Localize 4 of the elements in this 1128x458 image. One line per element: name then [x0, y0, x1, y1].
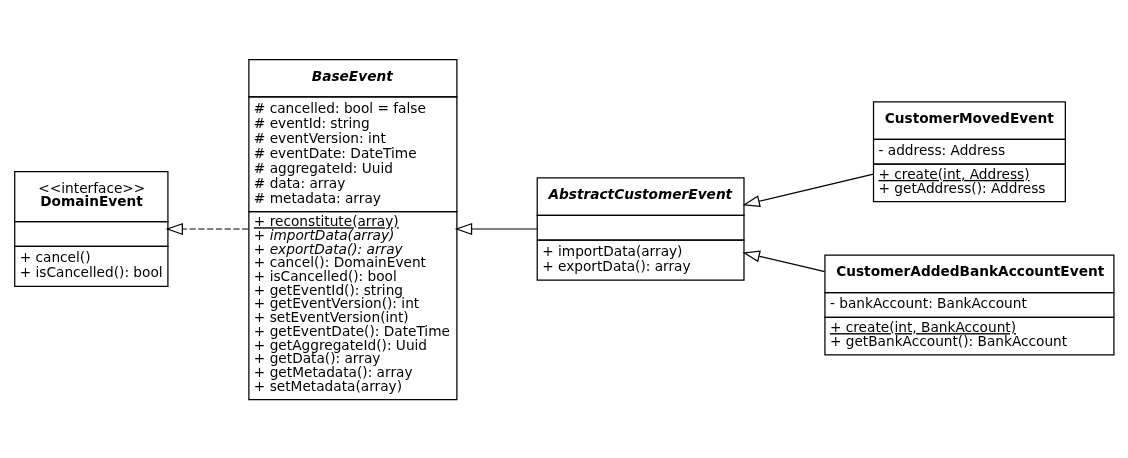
arrow — [454, 222, 538, 236]
arrow — [165, 222, 249, 236]
arrow — [742, 250, 826, 273]
arrow — [742, 173, 874, 208]
